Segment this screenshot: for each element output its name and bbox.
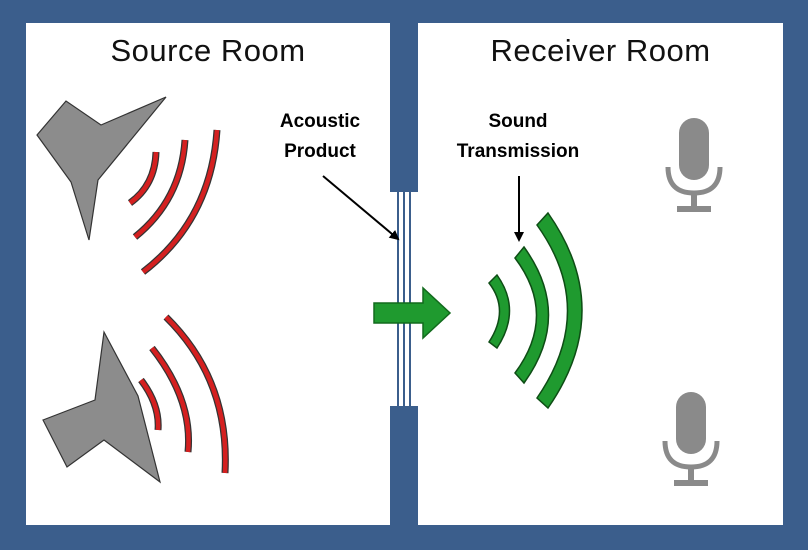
acoustic-product-panel [390,192,418,406]
acoustic-product-label: Acoustic Product [265,107,375,167]
microphone-icon [665,118,723,212]
microphone-icon [662,392,720,486]
receiver-room-title: Receiver Room [490,33,711,68]
source-room-title: Source Room [110,33,306,68]
arrow-icon [373,286,452,340]
source-waves-top-fill [128,129,220,274]
sound-transmission-label-line2: Transmission [456,141,580,162]
acoustic-product-label-line2: Product [284,141,356,162]
acoustic-product-pointer [322,175,400,241]
speaker-icon [36,96,167,241]
speaker-icon [42,330,162,484]
source-waves-bottom-fill [139,315,228,474]
transmitted-waves [487,211,583,410]
receiver-room-panel: Receiver Room [418,23,783,525]
acoustic-product-label-line1: Acoustic [279,111,361,132]
source-waves-bottom [138,314,229,474]
sound-transmission-label: Sound Transmission [440,107,596,167]
sound-transmission-label-line1: Sound [488,111,548,132]
source-waves-top [127,129,221,275]
